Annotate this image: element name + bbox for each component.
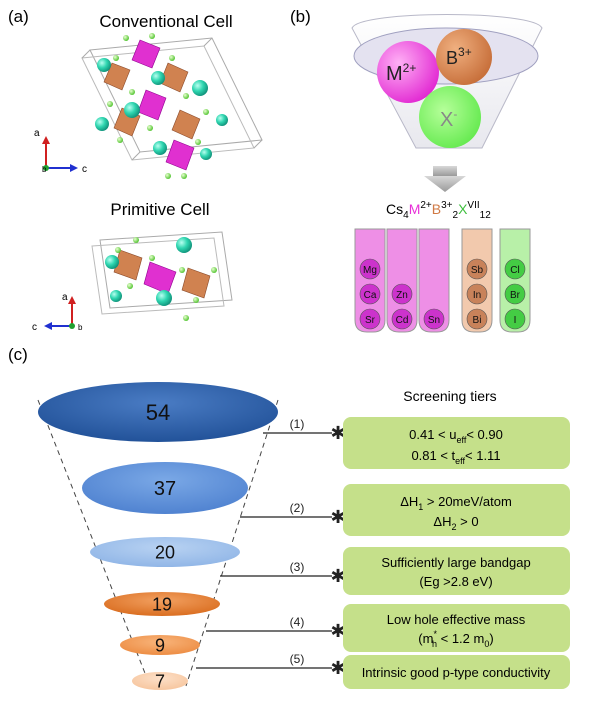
- panel-b-label: (b): [290, 7, 311, 26]
- m2plus-ball: [377, 41, 439, 103]
- element-symbol: In: [473, 290, 481, 301]
- panel-a-label: (a): [8, 7, 29, 26]
- tier-ellipses: 54 ✱ (1) 37 ✱ (2) 20 ✱ (3) 19 ✱ (4) 9 ✱ (5) 7: [38, 382, 346, 691]
- tier-ellipse: [104, 592, 220, 616]
- criteria-boxes: [343, 417, 570, 689]
- element-symbol: Zn: [396, 290, 408, 301]
- element-symbol: Bi: [473, 315, 482, 326]
- element-ball: [504, 308, 526, 330]
- axis-b-label-conv: b: [42, 165, 47, 174]
- axes-triad-primitive: [44, 296, 76, 330]
- x-ball-label: X-: [440, 107, 457, 131]
- conventional-cell-title: Conventional Cell: [99, 12, 232, 31]
- criterion-5-line-1: Intrinsic good p-type conductivity: [362, 665, 551, 680]
- formula: Cs4M2+B3+2XVII12: [386, 200, 491, 221]
- tier-ellipse: [90, 537, 240, 567]
- element-symbol: Br: [510, 290, 521, 301]
- element-tube: [418, 228, 450, 333]
- criterion-4-line-2: (m*h < 1.2 m0): [418, 629, 493, 649]
- step-label: (2): [290, 501, 305, 515]
- axis-c-label-prim: c: [32, 322, 37, 333]
- element-tube: [499, 228, 531, 333]
- criterion-3-line-1: Sufficiently large bandgap: [381, 555, 530, 570]
- element-symbol: Sn: [428, 315, 440, 326]
- x-minus-ball: [419, 86, 481, 148]
- element-symbol: I: [514, 315, 517, 326]
- b3plus-ball: [436, 29, 492, 85]
- element-ball: [504, 258, 526, 280]
- axes-triad-conventional: [42, 136, 78, 172]
- tier-count: 7: [155, 671, 165, 691]
- element-symbol: Sb: [471, 265, 484, 276]
- element-symbol: Sr: [365, 315, 376, 326]
- criterion-box-5: [343, 655, 570, 689]
- element-ball: [359, 283, 381, 305]
- element-ball: [423, 308, 445, 330]
- tier-count: 54: [146, 400, 170, 425]
- element-symbol: Cl: [510, 265, 519, 276]
- element-ball: [359, 258, 381, 280]
- tier-ellipse: [120, 635, 200, 655]
- step-label: (3): [290, 560, 305, 574]
- element-ball: [391, 308, 413, 330]
- tier-count: 9: [155, 635, 165, 655]
- screening-tiers-header: Screening tiers: [403, 388, 496, 404]
- element-tube: [386, 228, 418, 333]
- element-ball: [466, 283, 488, 305]
- tier-count: 37: [154, 478, 176, 500]
- tier-ellipse: [82, 462, 248, 514]
- axis-a-label-prim: a: [62, 292, 68, 303]
- element-ball: [504, 283, 526, 305]
- criterion-box-4: [343, 604, 570, 652]
- element-ball: [391, 283, 413, 305]
- m-ball-label: M2+: [386, 61, 416, 85]
- element-symbol: Cd: [396, 315, 409, 326]
- criterion-1-line-2: 0.81 < teff< 1.11: [411, 448, 500, 466]
- tier-ellipse: [132, 672, 188, 690]
- criterion-box-1: [343, 417, 570, 469]
- asterisk-marker: ✱: [330, 566, 345, 586]
- step-label: (4): [290, 615, 305, 629]
- asterisk-marker: ✱: [330, 423, 345, 443]
- criterion-4-line-1: Low hole effective mass: [387, 612, 526, 627]
- element-ball: [466, 308, 488, 330]
- tier-count: 20: [155, 542, 175, 562]
- element-ball: [466, 258, 488, 280]
- panel-c-label: (c): [8, 345, 28, 364]
- element-symbol: Mg: [363, 265, 377, 276]
- tier-ellipse: [38, 382, 278, 442]
- criterion-2-line-1: ΔH1 > 20meV/atom: [400, 494, 512, 512]
- asterisk-marker: ✱: [330, 621, 345, 641]
- criterion-3-line-2: (Eg >2.8 eV): [419, 574, 492, 589]
- element-symbol: Ca: [364, 290, 377, 301]
- criterion-box-3: [343, 547, 570, 595]
- criterion-1-line-1: 0.41 < ueff< 0.90: [409, 427, 503, 445]
- element-tube: [461, 228, 493, 333]
- axis-c-label-conv: c: [82, 164, 87, 175]
- element-ball: [359, 308, 381, 330]
- asterisk-marker: ✱: [330, 507, 345, 527]
- element-tube: [354, 228, 386, 333]
- down-arrow: [424, 166, 466, 192]
- asterisk-marker: ✱: [330, 658, 345, 678]
- tier-count: 19: [152, 594, 172, 614]
- primitive-cell-title: Primitive Cell: [110, 200, 209, 219]
- criterion-box-2: [343, 484, 570, 536]
- step-label: (5): [290, 652, 305, 666]
- b-ball-label: B3+: [446, 45, 472, 68]
- step-label: (1): [290, 417, 305, 431]
- conventional-cell-structure: [81, 33, 263, 179]
- criterion-2-line-2: ΔH2 > 0: [433, 514, 478, 532]
- primitive-cell-structure: [91, 231, 233, 321]
- axis-a-label-conv: a: [34, 128, 40, 139]
- axis-b-label-prim: b: [78, 323, 83, 332]
